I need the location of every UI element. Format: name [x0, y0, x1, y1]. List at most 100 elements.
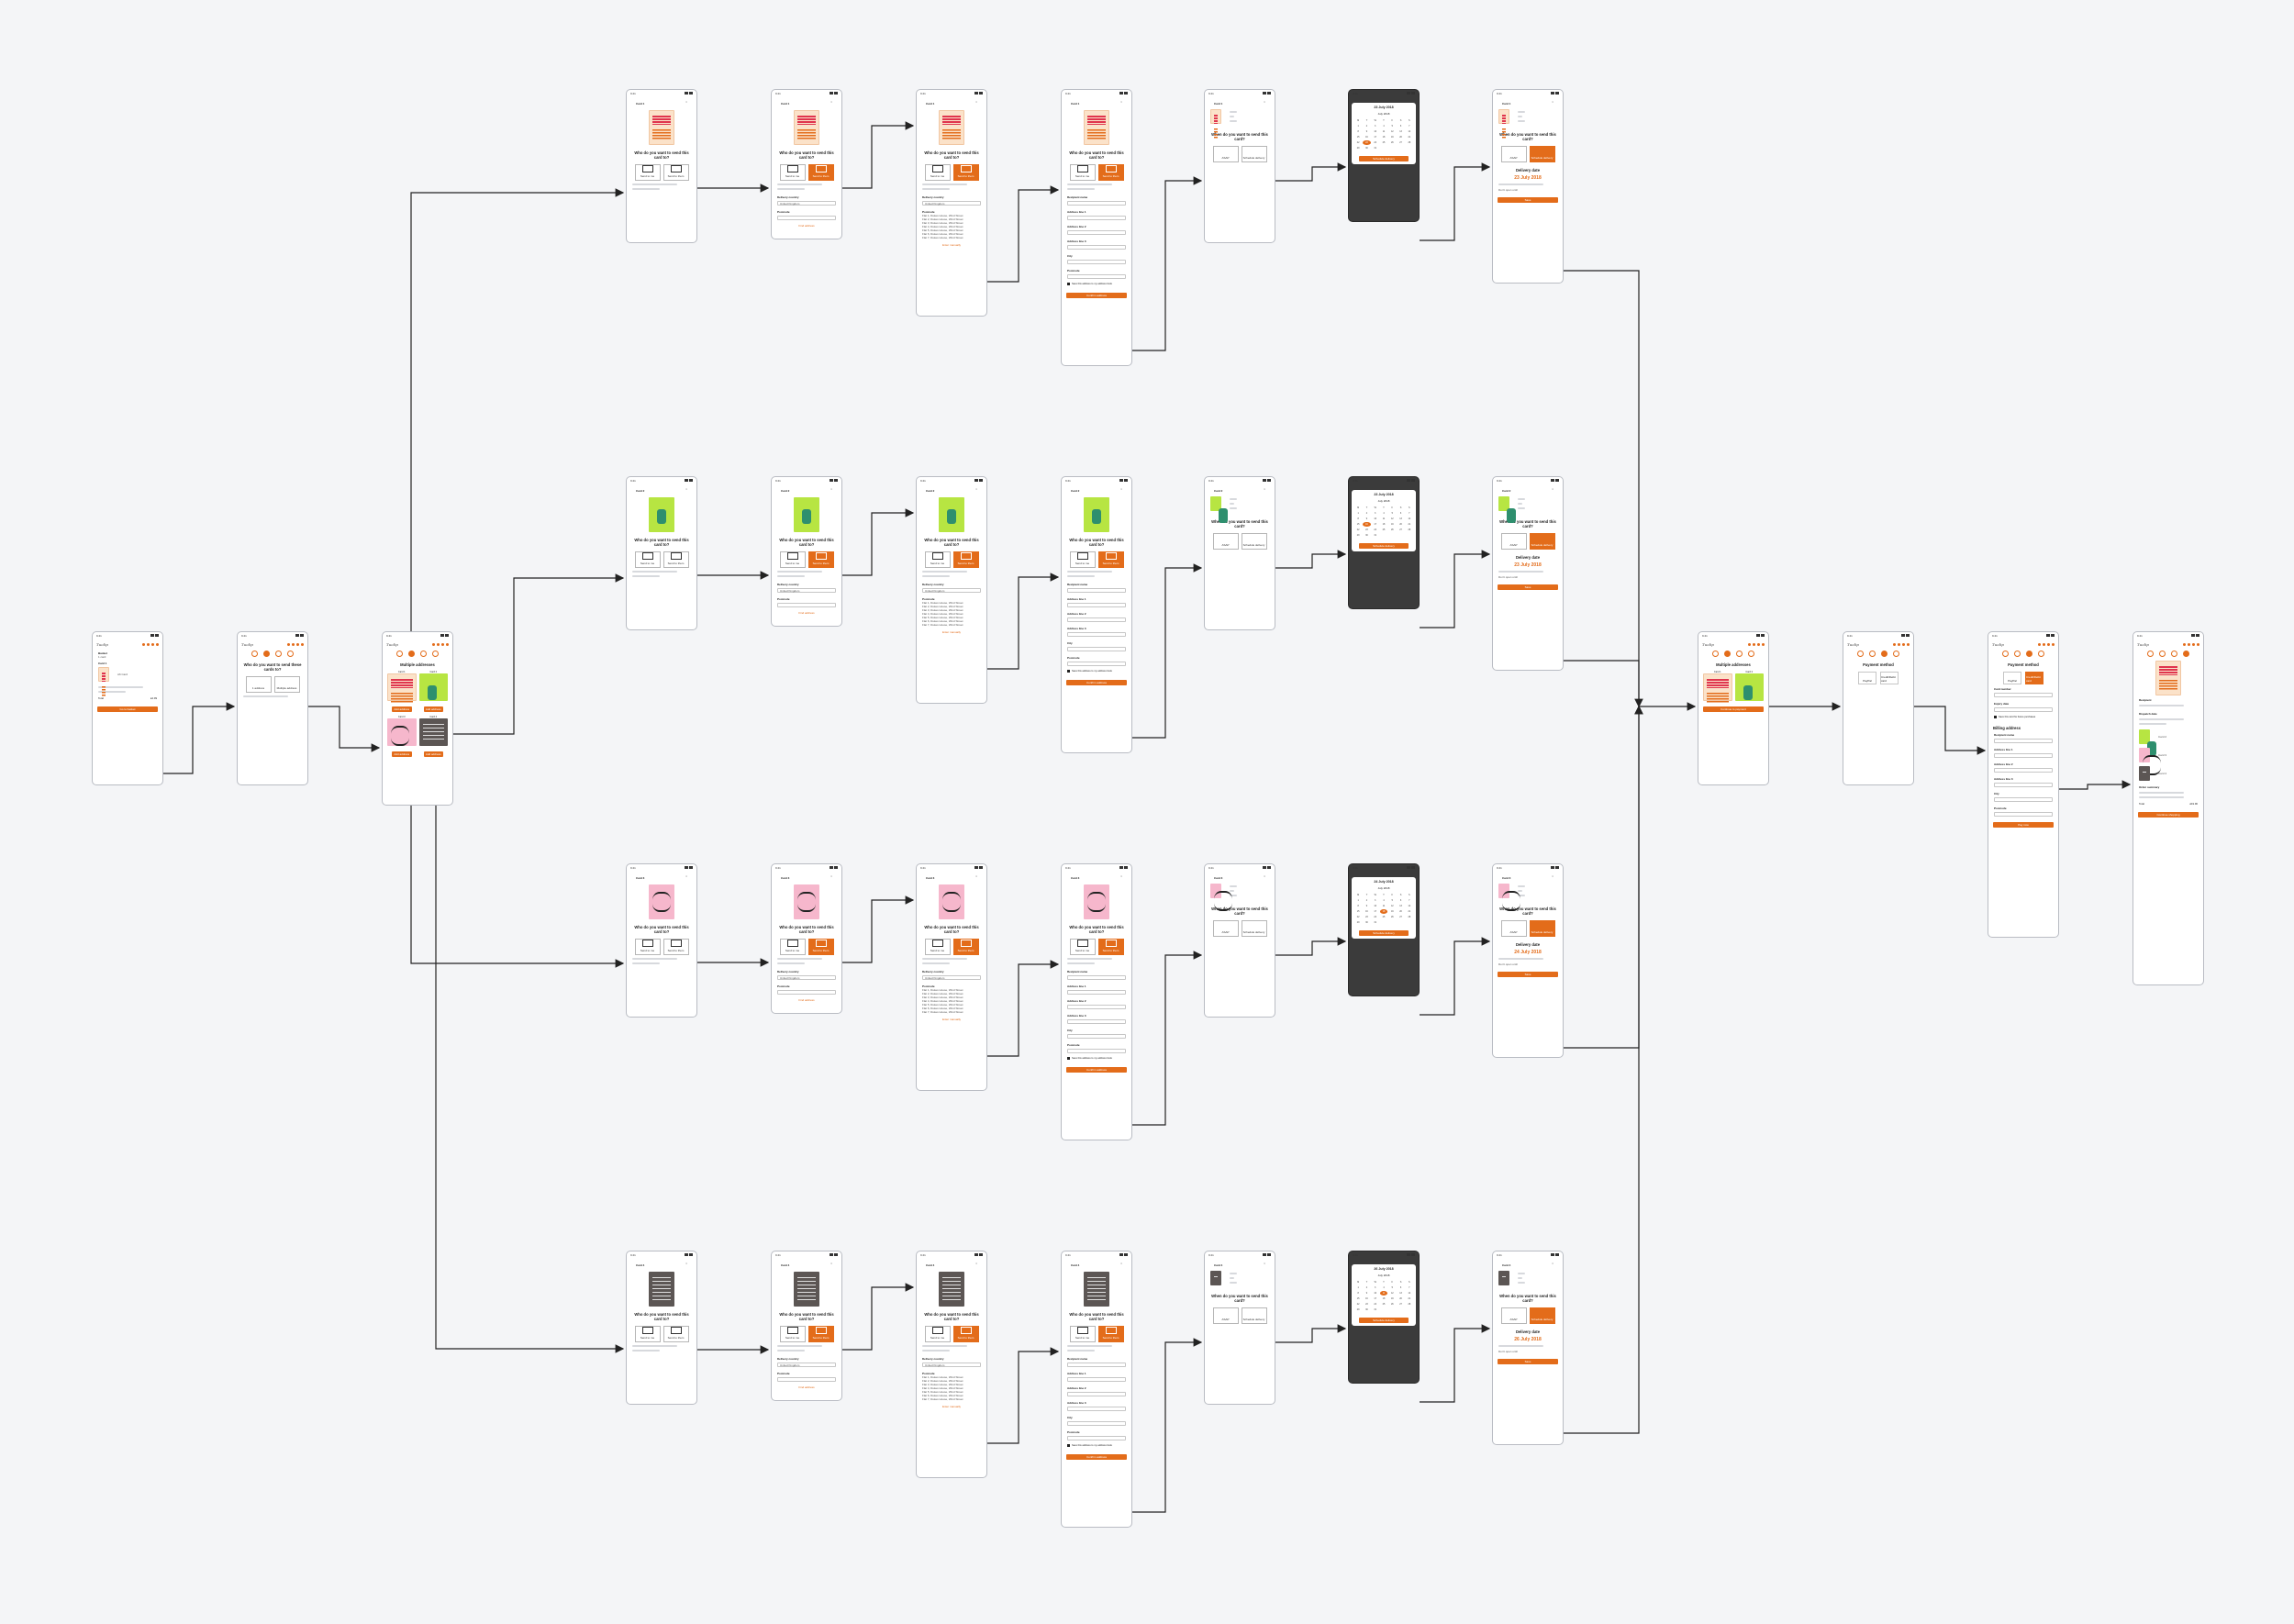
line3-input[interactable] [1067, 1407, 1126, 1412]
basket-icon[interactable] [156, 642, 159, 646]
send-to-me-option[interactable]: Send to me [1069, 1326, 1096, 1343]
account-icon[interactable] [151, 642, 154, 646]
calendar-day[interactable]: 29 [1356, 534, 1360, 537]
send-to-them-option[interactable]: Send to them [952, 551, 979, 569]
close-icon[interactable]: × [1264, 1262, 1265, 1265]
close-icon[interactable]: × [685, 100, 687, 104]
find-address-link[interactable]: Find address [798, 224, 815, 228]
send-to-me-option[interactable]: Send to me [779, 164, 806, 182]
send-to-them-option[interactable]: Send to them [663, 939, 689, 956]
confirm-address-button[interactable]: Confirm address [1066, 680, 1127, 686]
country-select[interactable]: United Kingdom [777, 1363, 836, 1368]
checkout-step[interactable] [2038, 651, 2044, 657]
schedule-option[interactable]: Schedule delivery [1241, 920, 1267, 938]
calendar-day[interactable]: 3 [1375, 1286, 1376, 1289]
schedule-option[interactable]: Schedule delivery [1529, 146, 1555, 163]
calendar-day[interactable]: 2 [1365, 899, 1368, 902]
expiry-input[interactable] [1994, 707, 2053, 713]
calendar-day[interactable]: 7 [1409, 899, 1410, 902]
checkout-step[interactable] [1857, 651, 1864, 657]
checkout-step[interactable] [2147, 651, 2154, 657]
schedule-confirm-button[interactable]: Schedule delivery [1359, 543, 1409, 549]
calendar-day[interactable]: 2 [1365, 125, 1368, 128]
close-icon[interactable]: × [975, 1262, 977, 1265]
close-icon[interactable]: × [685, 487, 687, 491]
calendar-day[interactable]: 15 [1356, 910, 1360, 913]
send-to-them-option[interactable]: Send to them [663, 1326, 689, 1343]
calendar-day[interactable]: 9 [1365, 130, 1368, 133]
recipient-input[interactable] [1067, 588, 1126, 594]
account-icon[interactable] [296, 642, 299, 646]
close-icon[interactable]: × [1552, 100, 1553, 104]
send-to-them-option[interactable]: Send to them [807, 551, 834, 569]
calendar-day[interactable]: 28 [1408, 1303, 1411, 1306]
send-to-me-option[interactable]: Send to me [924, 551, 951, 569]
calendar-day[interactable]: 24 [1374, 141, 1377, 144]
send-to-me-option[interactable]: Send to me [1069, 939, 1096, 956]
asap-option[interactable]: ASAP [1212, 1307, 1239, 1325]
account-icon[interactable] [441, 642, 444, 646]
calendar-day[interactable]: 4 [1383, 125, 1385, 128]
country-select[interactable]: United Kingdom [777, 588, 836, 594]
heart-icon[interactable] [1753, 642, 1755, 646]
send-to-them-option[interactable]: Send to them [1097, 551, 1124, 569]
address-result[interactable]: Flat 7, Dukes House, Wind Street [922, 623, 963, 628]
calendar-day[interactable]: 27 [1399, 916, 1402, 918]
manual-entry-link[interactable]: Enter manually [941, 1018, 961, 1022]
calendar-day[interactable]: 28 [1408, 528, 1411, 531]
line2-input[interactable] [1067, 230, 1126, 236]
calendar-day[interactable]: 31 [1374, 921, 1377, 924]
send-to-me-option[interactable]: Send to me [924, 164, 951, 182]
calendar-day[interactable]: 28 [1408, 916, 1411, 918]
one-address-option[interactable]: 1 address [245, 676, 272, 694]
calendar-day[interactable]: 21 [1408, 1297, 1411, 1300]
manual-entry-link[interactable]: Enter manually [941, 243, 961, 248]
close-icon[interactable]: × [1552, 487, 1553, 491]
send-to-me-option[interactable]: Send to me [779, 1326, 806, 1343]
recipient-input[interactable] [1067, 975, 1126, 981]
calendar-day[interactable]: 4 [1383, 512, 1385, 515]
send-to-them-option[interactable]: Send to them [952, 939, 979, 956]
calendar-day[interactable]: 12 [1390, 1292, 1394, 1295]
calendar-day[interactable]: 17 [1374, 1297, 1377, 1300]
address-result[interactable]: Flat 6, Dukes House, Wind Street [922, 1394, 963, 1398]
close-icon[interactable]: × [975, 487, 977, 491]
calendar-day[interactable]: 10 [1374, 517, 1377, 520]
asap-option[interactable]: ASAP [1212, 920, 1239, 938]
send-to-them-option[interactable]: Send to them [663, 164, 689, 182]
checkout-step[interactable] [2026, 651, 2032, 657]
calendar-day[interactable]: 15 [1356, 1297, 1360, 1300]
address-result[interactable]: Flat 3, Dukes House, Wind Street [922, 608, 963, 613]
address-result[interactable]: Flat 4, Dukes House, Wind Street [922, 999, 963, 1004]
calendar-day[interactable]: 31 [1374, 147, 1377, 150]
address-result[interactable]: Flat 1, Dukes House, Wind Street [922, 988, 963, 993]
calendar-day[interactable]: 22 [1356, 916, 1360, 918]
calendar-day[interactable]: 13 [1399, 130, 1402, 133]
calendar-day[interactable]: 8 [1357, 130, 1359, 133]
calendar-day[interactable]: 8 [1357, 1292, 1359, 1295]
calendar-day[interactable]: 18 [1382, 523, 1386, 526]
schedule-confirm-button[interactable]: Schedule delivery [1359, 156, 1409, 161]
calendar-day[interactable]: 23 [1363, 140, 1371, 145]
calendar-day[interactable]: 25 [1382, 528, 1386, 531]
address-result[interactable]: Flat 5, Dukes House, Wind Street [922, 616, 963, 620]
city-input[interactable] [1067, 1421, 1126, 1427]
calendar-day[interactable]: 10 [1374, 905, 1377, 907]
calendar-day[interactable]: 5 [1391, 125, 1393, 128]
calendar-day[interactable]: 14 [1408, 517, 1411, 520]
send-to-them-option[interactable]: Send to them [663, 551, 689, 569]
calendar-day[interactable]: 15 [1356, 523, 1360, 526]
send-to-me-option[interactable]: Send to me [924, 939, 951, 956]
calendar-day[interactable]: 23 [1365, 528, 1368, 531]
calendar-day[interactable]: 15 [1356, 136, 1360, 139]
calendar-day[interactable]: 6 [1399, 899, 1402, 902]
calendar-day[interactable]: 4 [1383, 899, 1385, 902]
account-icon[interactable] [1757, 642, 1760, 646]
address3-input[interactable] [1994, 783, 2053, 788]
calendar-day[interactable]: 27 [1399, 141, 1402, 144]
postcode-input[interactable] [777, 1377, 836, 1383]
calendar-day[interactable]: 29 [1356, 921, 1360, 924]
checkout-step[interactable] [2183, 651, 2189, 657]
calendar-day[interactable]: 7 [1409, 125, 1410, 128]
